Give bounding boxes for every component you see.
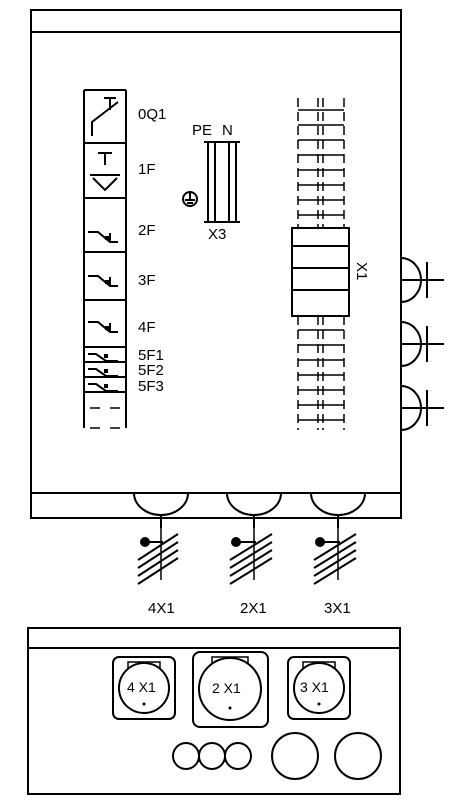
cable-label-4x1: 4X1 bbox=[148, 600, 175, 617]
cable-label-2x1: 2X1 bbox=[240, 600, 267, 617]
side-gland-2 bbox=[400, 321, 444, 367]
breaker-0q1: 0Q1 bbox=[91, 97, 166, 136]
breaker-2f: 2F bbox=[88, 222, 156, 243]
terminal-strip-x1: X1 bbox=[291, 98, 370, 430]
breaker-label-5f1: 5F1 bbox=[138, 347, 164, 364]
socket-2x1: 2 X1 bbox=[192, 651, 269, 728]
front-panel bbox=[27, 627, 401, 795]
cable-gland-4x1: 4X1 bbox=[133, 492, 189, 617]
breaker-label-0q1: 0Q1 bbox=[138, 106, 166, 123]
lamp-1 bbox=[172, 742, 200, 770]
earth-icon bbox=[182, 191, 198, 207]
knockout-2 bbox=[334, 732, 382, 780]
breaker-4f: 4F bbox=[88, 319, 156, 336]
right-side-glands bbox=[400, 257, 444, 431]
cable-gland-3x1: 3X1 bbox=[310, 492, 366, 617]
socket-4x1: 4 X1 bbox=[112, 656, 176, 720]
socket-label-3x1: 3 X1 bbox=[300, 679, 329, 695]
breaker-5f3: 5F3 bbox=[88, 378, 164, 395]
breaker-1f: 1F bbox=[90, 152, 156, 192]
side-gland-3 bbox=[400, 385, 444, 431]
terminal-x3: PE N X3 bbox=[192, 122, 240, 243]
breaker-5f2: 5F2 bbox=[88, 362, 164, 379]
breaker-3f: 3F bbox=[88, 272, 156, 289]
terminal-x3-n-label: N bbox=[222, 122, 233, 139]
lamp-3 bbox=[224, 742, 252, 770]
breaker-label-4f: 4F bbox=[138, 319, 156, 336]
large-knockouts bbox=[271, 732, 382, 780]
terminal-x3-pe-label: PE bbox=[192, 122, 212, 139]
breaker-label-1f: 1F bbox=[138, 161, 156, 178]
terminal-x3-label: X3 bbox=[208, 226, 226, 243]
lamp-2 bbox=[198, 742, 226, 770]
breaker-label-2f: 2F bbox=[138, 222, 156, 239]
indicator-lamps bbox=[172, 742, 252, 770]
cable-gland-2x1: 2X1 bbox=[226, 492, 282, 617]
side-gland-1 bbox=[400, 257, 444, 303]
socket-3x1: 3 X1 bbox=[287, 656, 351, 720]
breaker-label-5f2: 5F2 bbox=[138, 362, 164, 379]
breaker-label-5f3: 5F3 bbox=[138, 378, 164, 395]
cable-label-3x1: 3X1 bbox=[324, 600, 351, 617]
breaker-label-3f: 3F bbox=[138, 272, 156, 289]
breaker-5f1: 5F1 bbox=[88, 347, 164, 364]
terminal-x1-label: X1 bbox=[353, 262, 370, 280]
main-enclosure bbox=[30, 9, 402, 519]
socket-label-4x1: 4 X1 bbox=[127, 679, 156, 695]
breaker-rail bbox=[83, 89, 127, 429]
socket-label-2x1: 2 X1 bbox=[212, 680, 241, 696]
knockout-1 bbox=[271, 732, 319, 780]
